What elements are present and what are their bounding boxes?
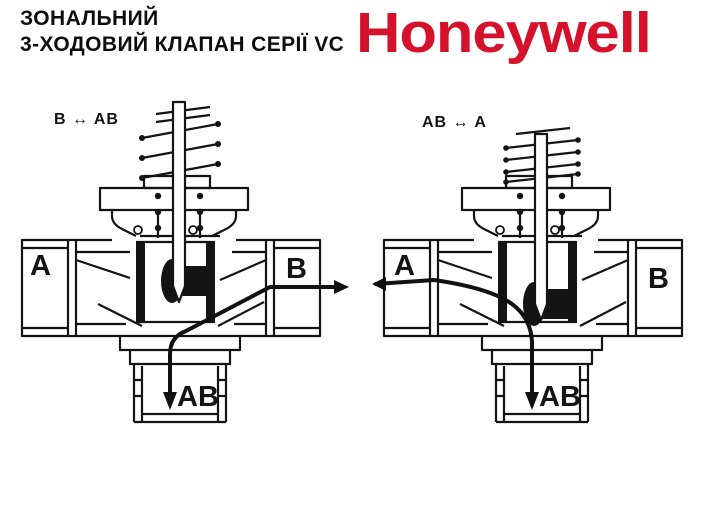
valve-diagram-right xyxy=(372,126,684,424)
brand-logo: Honeywell xyxy=(356,1,652,65)
page-title: ЗОНАЛЬНИЙ 3-ХОДОВИЙ КЛАПАН СЕРІЇ VC xyxy=(20,6,344,58)
port-label-b-right: B xyxy=(648,263,669,295)
valve-stem xyxy=(171,100,187,304)
valve-stem xyxy=(533,132,549,322)
valve-diagram-left xyxy=(20,100,349,424)
page-title-line-1: ЗОНАЛЬНИЙ xyxy=(20,7,159,30)
port-label-a-left: A xyxy=(30,250,51,282)
flow-arrow-b-ab-icon xyxy=(163,280,349,410)
port-label-ab-right: AB xyxy=(539,381,581,413)
port-label-ab-left: AB xyxy=(177,381,219,413)
port-label-b-left: B xyxy=(286,253,307,285)
flow-direction-label-right: AB ↔ A xyxy=(422,114,487,131)
flow-direction-label-left: B ↔ AB xyxy=(54,111,119,128)
flow-arrow-ab-a-icon xyxy=(372,277,539,410)
page-title-line-2: 3-ХОДОВИЙ КЛАПАН СЕРІЇ VC xyxy=(20,33,345,56)
port-label-a-right: A xyxy=(394,250,415,282)
